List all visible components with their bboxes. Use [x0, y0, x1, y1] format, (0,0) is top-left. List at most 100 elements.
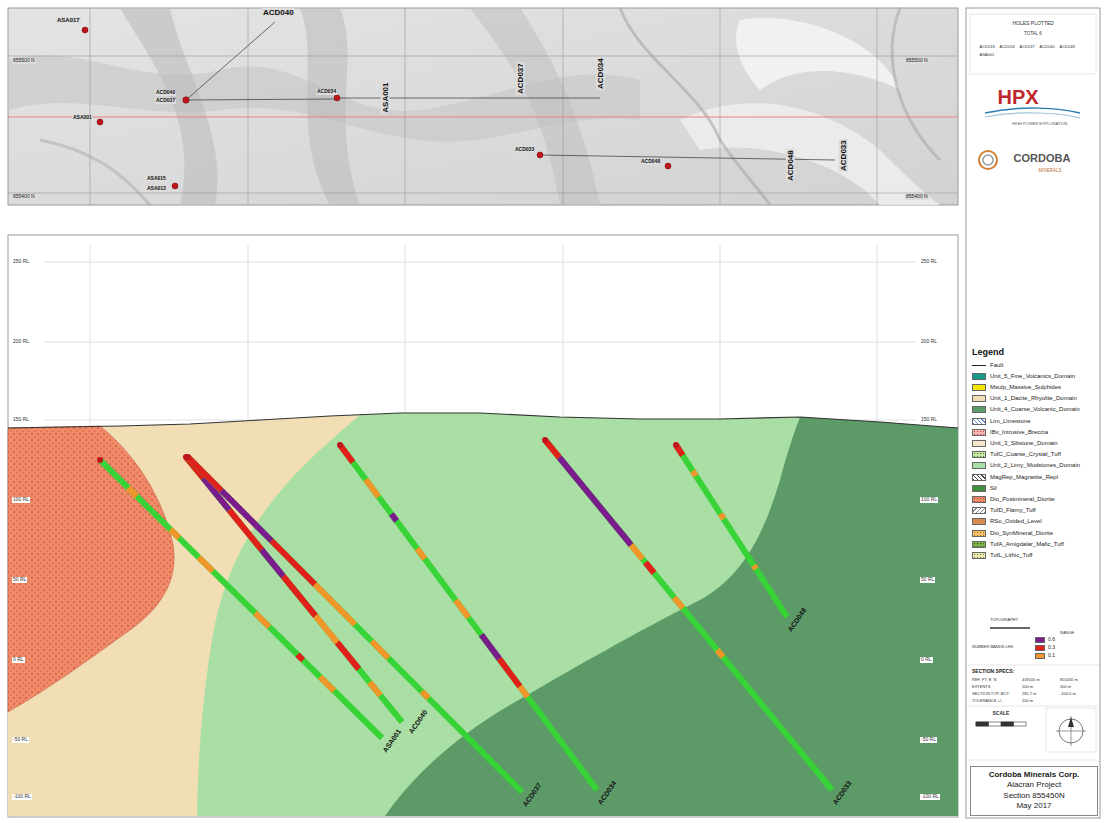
- map-label: MINERALS: [1039, 168, 1062, 173]
- legend-pattern: [972, 552, 986, 559]
- map-label: 855450 m: [1060, 678, 1078, 683]
- map-label: 250 RL: [920, 259, 938, 265]
- map-label: -100 RL: [920, 794, 940, 800]
- hole-interval: [631, 545, 642, 559]
- map-label: SECTION SPECS:: [972, 669, 1014, 675]
- title-text: Cordoba Minerals Corp.: [973, 770, 1095, 780]
- legend-pattern: [972, 429, 986, 436]
- map-label: -104.0 m: [1060, 692, 1076, 697]
- legend-text: 0.1: [1048, 653, 1055, 659]
- hole-interval: [520, 687, 528, 697]
- map-label: 250 RL: [12, 259, 30, 265]
- legend-text: Dio_Postmineral_Diorite: [990, 496, 1055, 503]
- map-label: ACD040: [1040, 45, 1055, 50]
- hole-interval: [645, 563, 654, 574]
- hole-interval: [221, 491, 271, 541]
- limy-mudstones-domain: [197, 413, 958, 816]
- map-label: NUMBER BANDS LHS: [972, 645, 1013, 650]
- map-label: ACD034: [1000, 45, 1015, 50]
- map-label: ASA001: [72, 115, 93, 121]
- map-label: SCALE: [993, 711, 1010, 717]
- legend-text: MagRep_Magnetite_Repl: [990, 474, 1058, 481]
- hole-interval: [717, 650, 723, 657]
- map-label: 150 RL: [920, 417, 938, 423]
- legend-text: TufC_Coarse_Crystal_Tuff: [990, 451, 1061, 458]
- hole-interval: [128, 488, 136, 496]
- hole-interval: [559, 458, 631, 546]
- hole-interval: [340, 445, 597, 790]
- map-label: TOPOGRAPHY: [990, 618, 1018, 623]
- hole-interval: [186, 457, 402, 722]
- map-label: ACD037: [1020, 45, 1035, 50]
- drill-holes: [97, 437, 832, 792]
- legend-text: TufD_Flamy_Tuff: [990, 507, 1036, 514]
- title-text: May 2017: [973, 801, 1095, 811]
- map-label: 500 m: [1022, 685, 1033, 690]
- collar-dot: [542, 437, 548, 443]
- legend-swatch: [1035, 645, 1045, 651]
- hole-interval: [417, 549, 425, 559]
- map-label: ACD034: [595, 57, 604, 90]
- hole-interval: [272, 541, 315, 585]
- legend-swatch: [972, 395, 986, 402]
- hole-interval: [370, 682, 381, 695]
- side-panel: [966, 8, 1100, 818]
- hole-interval: [337, 643, 359, 670]
- map-label: ASA001: [980, 53, 995, 58]
- map-label: ACD048: [640, 159, 661, 165]
- hole-interval: [297, 655, 303, 661]
- legend-pattern: [972, 507, 986, 514]
- legend-text: Dio_SynMineral_Diorite: [990, 530, 1053, 537]
- map-label: ACD033: [838, 139, 847, 172]
- legend-swatch: [972, 440, 986, 447]
- title-text: Alacran Project: [973, 780, 1095, 790]
- legend-swatch: [972, 518, 986, 525]
- hole-interval: [676, 445, 787, 617]
- hole-interval: [372, 641, 389, 658]
- legend-swatch: [1035, 637, 1045, 643]
- legend-swatch: [1035, 653, 1045, 659]
- map-label: REF. PT. E, N: [972, 678, 996, 683]
- map-label: ACD033: [514, 147, 535, 153]
- map-label: 855400 N: [905, 194, 929, 200]
- legend-text: Unit_5_Fine_Volcanics_Domain: [990, 373, 1075, 380]
- postmineral-diorite: [8, 426, 174, 712]
- map-label: -100 RL: [12, 794, 32, 800]
- legend-text: Msulp_Massive_Sulphides: [990, 384, 1061, 391]
- map-label: ASA013: [146, 186, 167, 192]
- hole-interval: [720, 514, 723, 519]
- legend-text: Unit_3_Siltstone_Domain: [990, 440, 1058, 447]
- hole-interval: [754, 565, 756, 568]
- map-label: ACD040: [155, 90, 176, 96]
- topography: [8, 413, 958, 428]
- map-label: TOTAL 6: [1024, 31, 1042, 36]
- map-label: 100 RL: [12, 497, 30, 503]
- map-label: ASA015: [146, 176, 167, 182]
- legend-text: Sil: [990, 485, 997, 492]
- map-label: 100 m: [1022, 699, 1033, 704]
- map-label: ASA017: [56, 17, 81, 24]
- title-text: Section 855450N: [973, 791, 1095, 801]
- map-label: 855500 N: [12, 58, 36, 64]
- map-label: 418100 m: [1022, 678, 1040, 683]
- map-label: 50 RL: [920, 577, 935, 583]
- map-label: -50 RL: [920, 737, 937, 743]
- hole-interval: [693, 471, 696, 476]
- legend-swatch: [972, 406, 986, 413]
- map-label: 855500 N: [905, 58, 929, 64]
- map-label: 0 RL: [920, 657, 933, 663]
- map-label: CORDOBA: [1014, 152, 1071, 165]
- hole-interval: [315, 584, 355, 624]
- map-label: 281.7 m: [1022, 692, 1036, 697]
- collar-dot: [97, 457, 103, 463]
- collar-dot: [673, 442, 679, 448]
- hole-interval: [340, 445, 353, 462]
- map-label: 50 RL: [12, 577, 27, 583]
- map-label: 0 RL: [12, 657, 25, 663]
- dacite-rhyolite-domain: [8, 413, 958, 816]
- legend-swatch: [972, 485, 986, 492]
- map-label: -50 RL: [12, 737, 29, 743]
- map-label: 100 RL: [920, 497, 938, 503]
- legend-text: Unit_4_Coarse_Volcanic_Domain: [990, 406, 1080, 413]
- map-label: HPX: [998, 86, 1039, 109]
